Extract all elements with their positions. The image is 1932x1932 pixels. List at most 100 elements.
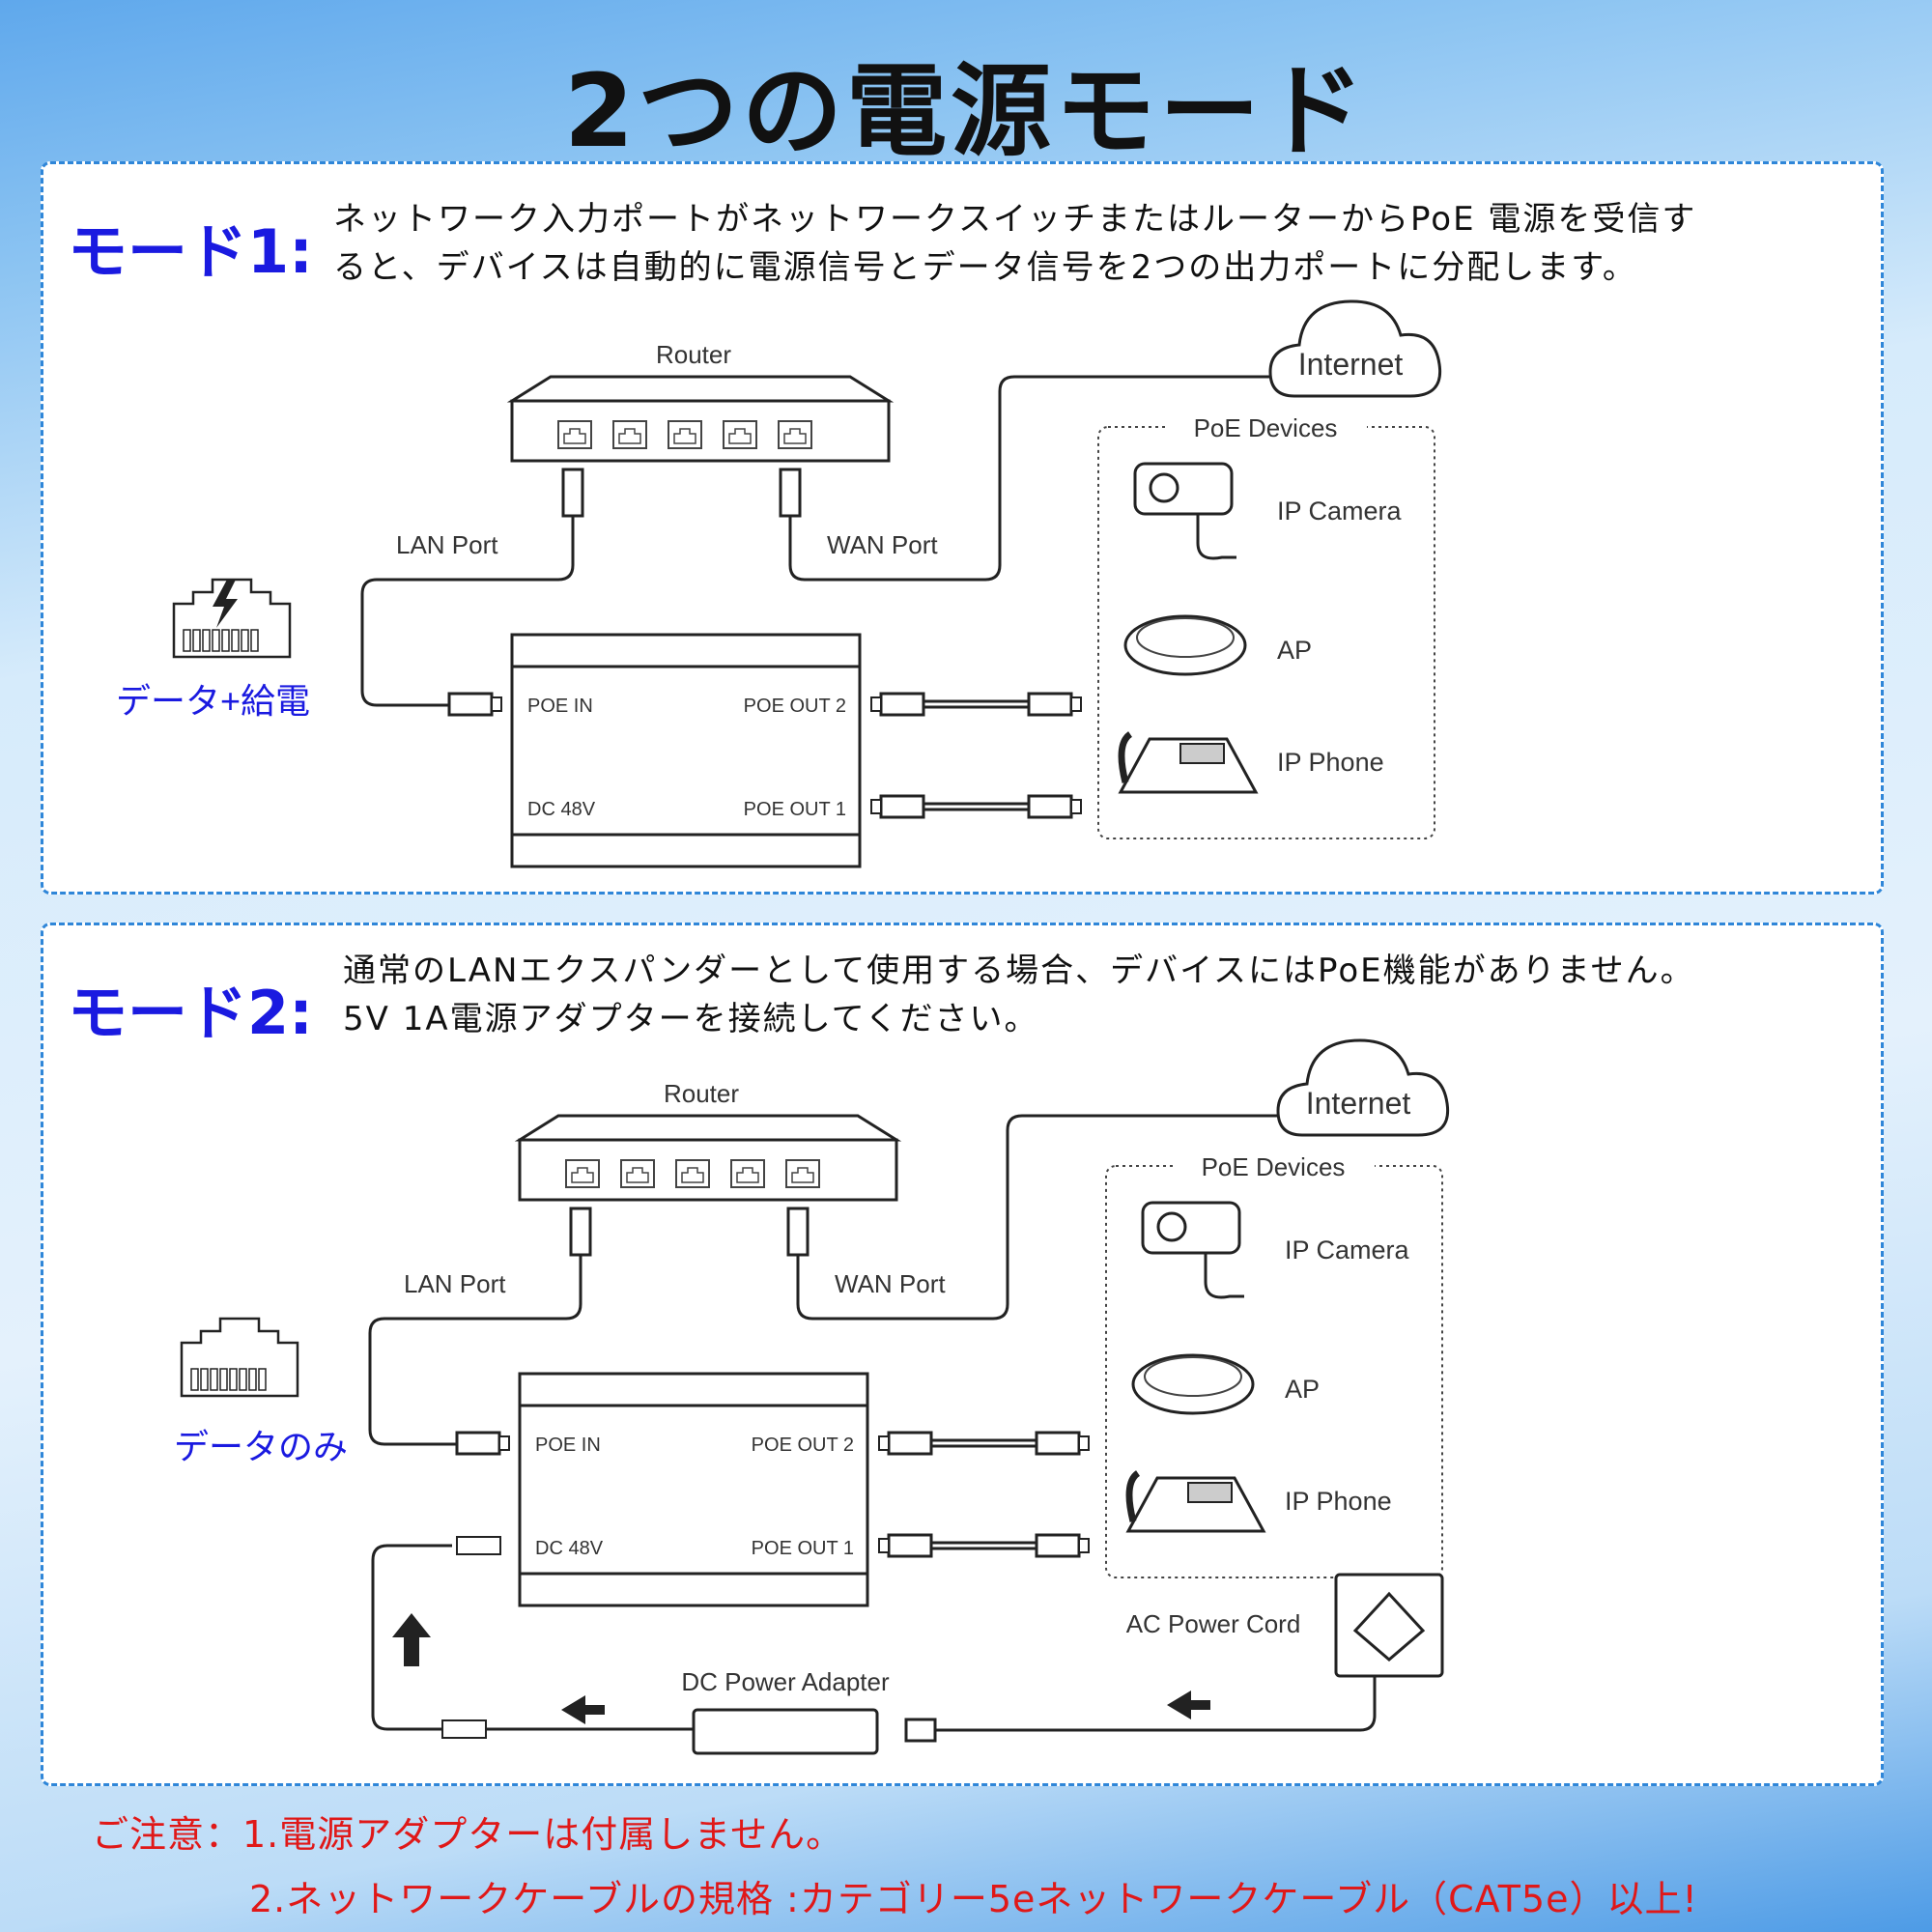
ip-phone-label: IP Phone — [1285, 1487, 1392, 1516]
port-glyph — [571, 1167, 594, 1183]
router-port — [557, 420, 592, 449]
router-label: Router — [656, 340, 731, 369]
router-port — [620, 1159, 655, 1188]
port-glyph — [673, 428, 696, 444]
poe-in-label: POE IN — [535, 1435, 601, 1456]
pin — [219, 1368, 228, 1391]
router-port — [612, 420, 647, 449]
dc-cable — [371, 1544, 452, 1731]
router-port — [675, 1159, 710, 1188]
ip-camera-label: IP Camera — [1285, 1236, 1410, 1264]
rj45-plug — [786, 1207, 810, 1257]
rj45-plug — [569, 1207, 592, 1257]
rj45-plug — [879, 692, 925, 717]
poe-devices-label: PoE Devices — [1202, 1152, 1346, 1181]
ac-connector — [904, 1718, 937, 1743]
mode1-desc-line2: ると、デバイスは自動的に電源信号とデータ信号を2つの出力ポートに分配します。 — [333, 248, 1637, 287]
ip-camera-label: IP Camera — [1277, 497, 1403, 526]
rj45-plug-tab — [491, 696, 502, 712]
note-line2: 2.ネットワークケーブルの規格 :カテゴリー5eネットワークケーブル（CAT5e… — [249, 1878, 1698, 1920]
poe-in-label: POE IN — [527, 696, 593, 717]
dc-adapter-label: DC Power Adapter — [681, 1667, 890, 1696]
ac-cord-label: AC Power Cord — [1126, 1609, 1301, 1638]
pin — [250, 629, 259, 652]
lightning-icon — [213, 580, 238, 628]
label-bg — [1169, 415, 1367, 440]
rj45-plug-tab — [1078, 1435, 1090, 1451]
ap-inner — [1144, 1356, 1242, 1397]
lan-port-label: LAN Port — [404, 1269, 506, 1298]
phone-screen — [1179, 743, 1225, 764]
rj45-plug-tab — [878, 1538, 890, 1553]
internet-cloud-icon — [1276, 1038, 1450, 1137]
camera-mount — [1196, 514, 1236, 560]
pin — [248, 1368, 257, 1391]
router-port — [730, 1159, 765, 1188]
router-label: Router — [664, 1079, 739, 1108]
pin — [229, 1368, 238, 1391]
rj45-plug-tab — [870, 799, 882, 814]
mode2-desc-line1: 通常のLANエクスパンダーとして使用する場合、デバイスにはPoE機能がありません… — [343, 952, 1695, 990]
rj45-plug-tab — [498, 1435, 510, 1451]
access-point-icon — [1123, 614, 1247, 676]
router-port — [723, 420, 757, 449]
pin — [190, 1368, 199, 1391]
router-port — [565, 1159, 600, 1188]
router-top — [514, 1114, 902, 1142]
pin — [192, 629, 201, 652]
ap-inner — [1136, 617, 1235, 658]
rj45-plug — [879, 794, 925, 819]
pin — [241, 629, 249, 652]
lan-port-label: LAN Port — [396, 530, 498, 559]
mode1-label: モード1: — [68, 216, 313, 287]
router-port — [785, 1159, 820, 1188]
poe-out1-label: POE OUT 1 — [752, 1538, 854, 1559]
mode1-description: ネットワーク入力ポートがネットワークスイッチまたはルーターからPoE 電源を受信… — [333, 195, 1696, 292]
pin — [210, 1368, 218, 1391]
phone-handset — [1125, 1470, 1141, 1522]
router-port — [668, 420, 702, 449]
router-top — [506, 375, 895, 403]
camera-mount — [1204, 1253, 1244, 1299]
data-only-label: データのみ — [174, 1427, 348, 1466]
poe-out2-label: POE OUT 2 — [744, 696, 846, 717]
ap-label: AP — [1277, 636, 1312, 665]
mode2-label: モード2: — [68, 978, 313, 1048]
label-bg — [1177, 1154, 1375, 1179]
dc-plug-icon — [441, 1719, 487, 1739]
wan-cable — [788, 375, 1277, 582]
mode2-desc-line2: 5V 1A電源アダプターを接続してください。 — [343, 1000, 1039, 1038]
port-glyph — [626, 1167, 649, 1183]
pin — [258, 1368, 267, 1391]
rj45-plug — [447, 692, 494, 717]
poe-out1-label: POE OUT 1 — [744, 799, 846, 820]
rj45-plug — [1035, 1533, 1081, 1558]
dc-power-adapter-icon — [692, 1708, 879, 1755]
rj45-plug — [561, 468, 584, 518]
rj45-plug-tab — [1070, 799, 1082, 814]
rj45-plug — [887, 1431, 933, 1456]
rj45-plug-tab — [870, 696, 882, 712]
port-glyph — [681, 1167, 704, 1183]
wan-port-label: WAN Port — [827, 530, 938, 559]
rj45-plug — [779, 468, 802, 518]
rj45-plug — [1035, 1431, 1081, 1456]
internet-label: Internet — [1298, 347, 1404, 382]
wan-port-label: WAN Port — [835, 1269, 946, 1298]
port-glyph — [783, 428, 807, 444]
rj45-plug — [1027, 794, 1073, 819]
mode2-panel — [41, 923, 1884, 1786]
dc48v-label: DC 48V — [535, 1538, 604, 1559]
pin — [231, 629, 240, 652]
phone-handset — [1118, 731, 1133, 783]
camera-lens — [1149, 472, 1179, 503]
wan-cable — [796, 1114, 1285, 1321]
ap-label: AP — [1285, 1375, 1320, 1404]
rj45-plug — [887, 1533, 933, 1558]
port-glyph — [728, 428, 752, 444]
left-arrow-icon — [1167, 1690, 1210, 1719]
poe-devices-label: PoE Devices — [1194, 413, 1338, 442]
